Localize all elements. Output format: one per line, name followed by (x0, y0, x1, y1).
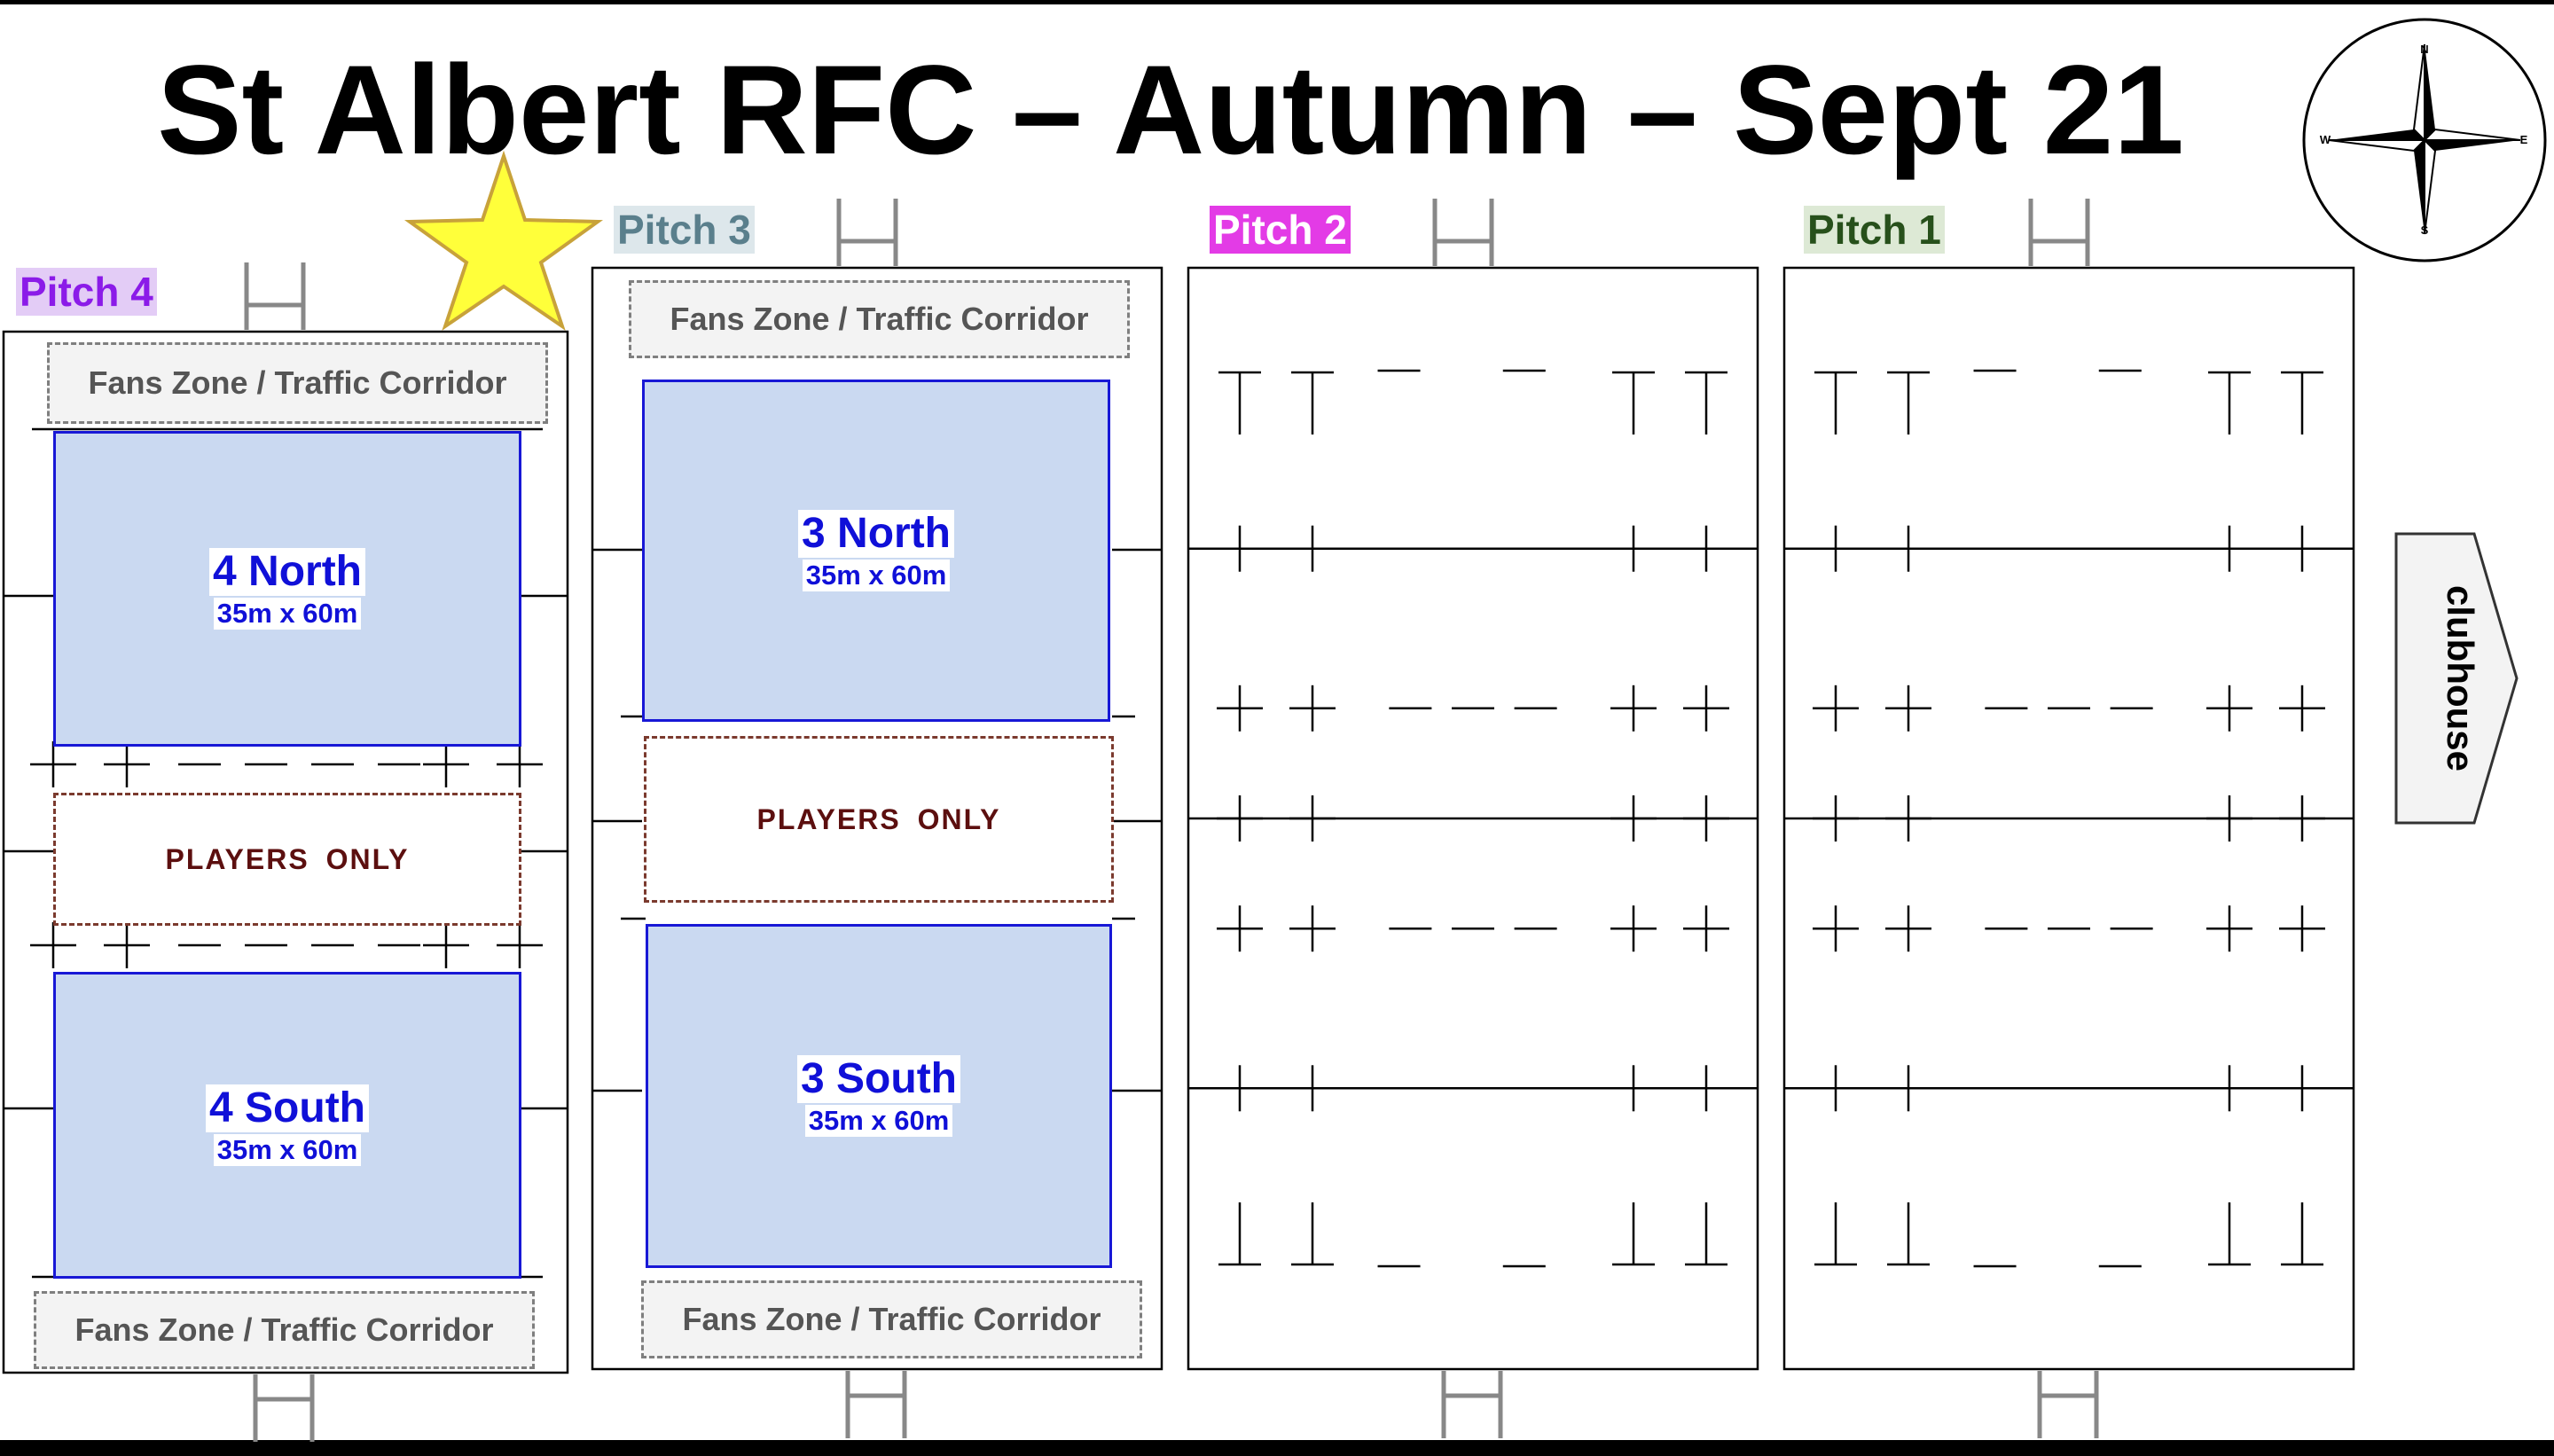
pitch-2-label: Pitch 2 (1210, 206, 1351, 254)
pitch-4-label: Pitch 4 (16, 268, 157, 316)
goal-post-icon (253, 1374, 315, 1442)
clubhouse-label-box: clubhouse (2416, 585, 2504, 771)
pitch-1-label: Pitch 1 (1804, 206, 1945, 254)
pitch-3-outline (591, 266, 1163, 1371)
fans-zone-label: Fans Zone / Traffic Corridor (682, 1301, 1101, 1337)
fans-zone-pitch4-south: Fans Zone / Traffic Corridor (34, 1291, 535, 1369)
compass-e-label: E (2520, 133, 2528, 146)
field-name: 4 North (209, 548, 365, 596)
goal-post-icon (1432, 199, 1494, 266)
fans-zone-label: Fans Zone / Traffic Corridor (670, 301, 1089, 337)
goal-posts (244, 199, 2099, 1442)
field-size: 35m x 60m (804, 1105, 953, 1137)
pitch-1-label-text: Pitch 1 (1807, 207, 1941, 253)
goal-post-icon (2037, 1371, 2099, 1438)
page-title: St Albert RFC – Autumn – Sept 21 (157, 40, 2184, 181)
pitch-4-label-text: Pitch 4 (20, 269, 153, 315)
players-only-label: PLAYERS ONLY (165, 842, 410, 875)
pitch-1-field (1782, 266, 2355, 1371)
field-4-north[interactable]: 4 North 35m x 60m (53, 431, 521, 747)
clubhouse-arrow[interactable] (2394, 532, 2519, 825)
field-name: 4 South (206, 1084, 369, 1132)
fans-zone-pitch3-north: Fans Zone / Traffic Corridor (629, 280, 1130, 358)
clubhouse-label: clubhouse (2440, 584, 2481, 772)
star-icon (403, 150, 604, 331)
fans-zone-label: Fans Zone / Traffic Corridor (88, 364, 507, 401)
field-4-south[interactable]: 4 South 35m x 60m (53, 972, 521, 1279)
goal-post-icon (836, 199, 898, 266)
field-3-north[interactable]: 3 North 35m x 60m (642, 380, 1110, 722)
fans-zone-pitch3-south: Fans Zone / Traffic Corridor (641, 1280, 1142, 1358)
compass-w-label: W (2320, 133, 2331, 146)
pitch-2-field (1187, 266, 1759, 1371)
field-size: 35m x 60m (213, 598, 362, 630)
compass-icon: N S W E (2302, 18, 2547, 262)
pitch-markings (2, 266, 2355, 1374)
players-only-zone-pitch3: PLAYERS ONLY (644, 736, 1114, 903)
compass-n-label: N (2420, 43, 2428, 56)
players-only-zone-pitch4: PLAYERS ONLY (53, 793, 521, 926)
goal-post-icon (1441, 1371, 1503, 1438)
top-border (0, 0, 2554, 4)
compass-s-label: S (2421, 223, 2429, 237)
field-size: 35m x 60m (802, 560, 951, 591)
players-only-label: PLAYERS ONLY (756, 802, 1001, 835)
fans-zone-label: Fans Zone / Traffic Corridor (74, 1311, 494, 1348)
field-3-south[interactable]: 3 South 35m x 60m (646, 924, 1112, 1268)
pitch-2-label-text: Pitch 2 (1213, 207, 1347, 253)
pitch-3-label-text: Pitch 3 (617, 207, 751, 253)
bottom-border (0, 1440, 2554, 1456)
fans-zone-pitch4-north: Fans Zone / Traffic Corridor (47, 342, 548, 424)
goal-post-icon (845, 1371, 907, 1438)
pitch-3-field (591, 266, 1163, 1371)
pitch-3-label: Pitch 3 (614, 206, 755, 254)
field-name: 3 South (797, 1055, 960, 1103)
field-size: 35m x 60m (213, 1134, 362, 1166)
goal-post-icon (2028, 199, 2090, 266)
goal-post-icon (244, 262, 306, 330)
field-name: 3 North (798, 510, 954, 558)
